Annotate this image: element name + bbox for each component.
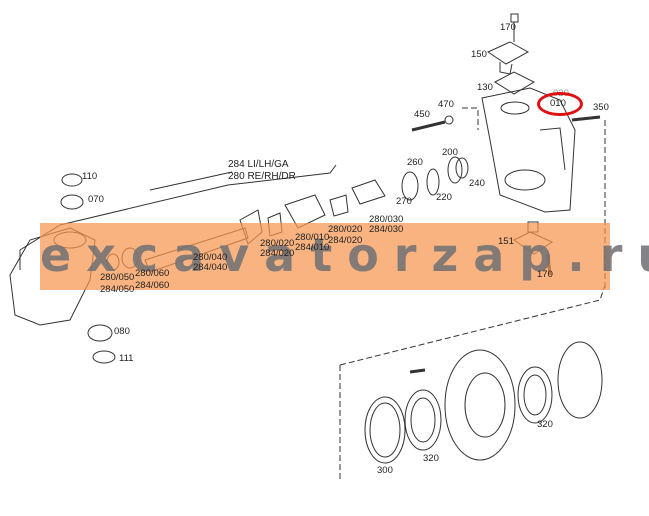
- part-label[interactable]: 284/020: [328, 235, 363, 246]
- cv-joint-icon: [284, 194, 326, 229]
- part-label[interactable]: 170: [500, 22, 516, 33]
- part-label[interactable]: 111: [119, 353, 134, 364]
- assembly-leader-line: [19, 164, 337, 270]
- part-label[interactable]: 284/010: [295, 242, 330, 253]
- part-label[interactable]: 470: [438, 99, 454, 110]
- part-label[interactable]: 284/060: [135, 280, 170, 291]
- seal-300: [364, 396, 406, 464]
- part-label[interactable]: 280/020: [260, 238, 295, 249]
- bearing-320-left: [404, 389, 442, 451]
- group-label: 280 RE/RH/DR: [228, 171, 296, 182]
- part-label[interactable]: 260: [407, 157, 423, 168]
- part-label[interactable]: 110: [82, 171, 98, 182]
- bolt-450: [411, 120, 446, 132]
- part-label[interactable]: 070: [88, 194, 104, 205]
- part-label[interactable]: 280/030: [369, 214, 404, 225]
- part-label[interactable]: 080: [114, 326, 130, 337]
- gasket-130: [494, 71, 536, 95]
- hub-group-dashed-line: [339, 284, 606, 366]
- part-label[interactable]: 130: [477, 82, 493, 93]
- part-label[interactable]: 284/020: [260, 248, 295, 259]
- o-ring: [557, 341, 603, 419]
- part-label[interactable]: 300: [377, 465, 393, 476]
- part-label[interactable]: 170: [537, 269, 553, 280]
- highlight-circle: [537, 92, 583, 116]
- group-leader-line: [149, 171, 233, 191]
- part-label[interactable]: 320: [537, 419, 553, 430]
- watermark-band: [40, 223, 610, 290]
- part-label[interactable]: 150: [471, 49, 487, 60]
- bolt-350: [571, 115, 601, 122]
- part-label[interactable]: 284/030: [369, 224, 404, 235]
- part-label[interactable]: 280/040: [193, 252, 228, 263]
- part-label[interactable]: 320: [423, 453, 439, 464]
- part-label[interactable]: 280/020: [328, 224, 363, 235]
- bearing-320-right: [517, 366, 553, 424]
- seal-111: [92, 350, 116, 364]
- wheel-hub-icon: [444, 349, 516, 461]
- ring-110: [61, 173, 83, 187]
- part-label[interactable]: 350: [593, 102, 609, 113]
- part-label[interactable]: 220: [436, 192, 452, 203]
- steering-knuckle-icon: [481, 87, 576, 213]
- part-label[interactable]: 284/050: [100, 284, 135, 295]
- bearing-080: [87, 324, 113, 342]
- part-label[interactable]: 151: [498, 236, 514, 247]
- part-label[interactable]: 240: [469, 178, 485, 189]
- group-label: 284 LI/LH/GA: [228, 159, 289, 170]
- part-label[interactable]: 280/050: [100, 272, 135, 283]
- bearing-070: [60, 194, 84, 210]
- part-label[interactable]: 284/040: [193, 262, 228, 273]
- cover-plate-icon: [486, 13, 530, 75]
- watermark-text: excavatorzap.ru: [40, 228, 649, 282]
- part-label[interactable]: 280/060: [135, 268, 170, 279]
- part-label[interactable]: 450: [414, 109, 430, 120]
- part-label[interactable]: 200: [442, 147, 458, 158]
- part-label[interactable]: 270: [396, 196, 412, 207]
- part-label[interactable]: 280/010: [295, 232, 330, 243]
